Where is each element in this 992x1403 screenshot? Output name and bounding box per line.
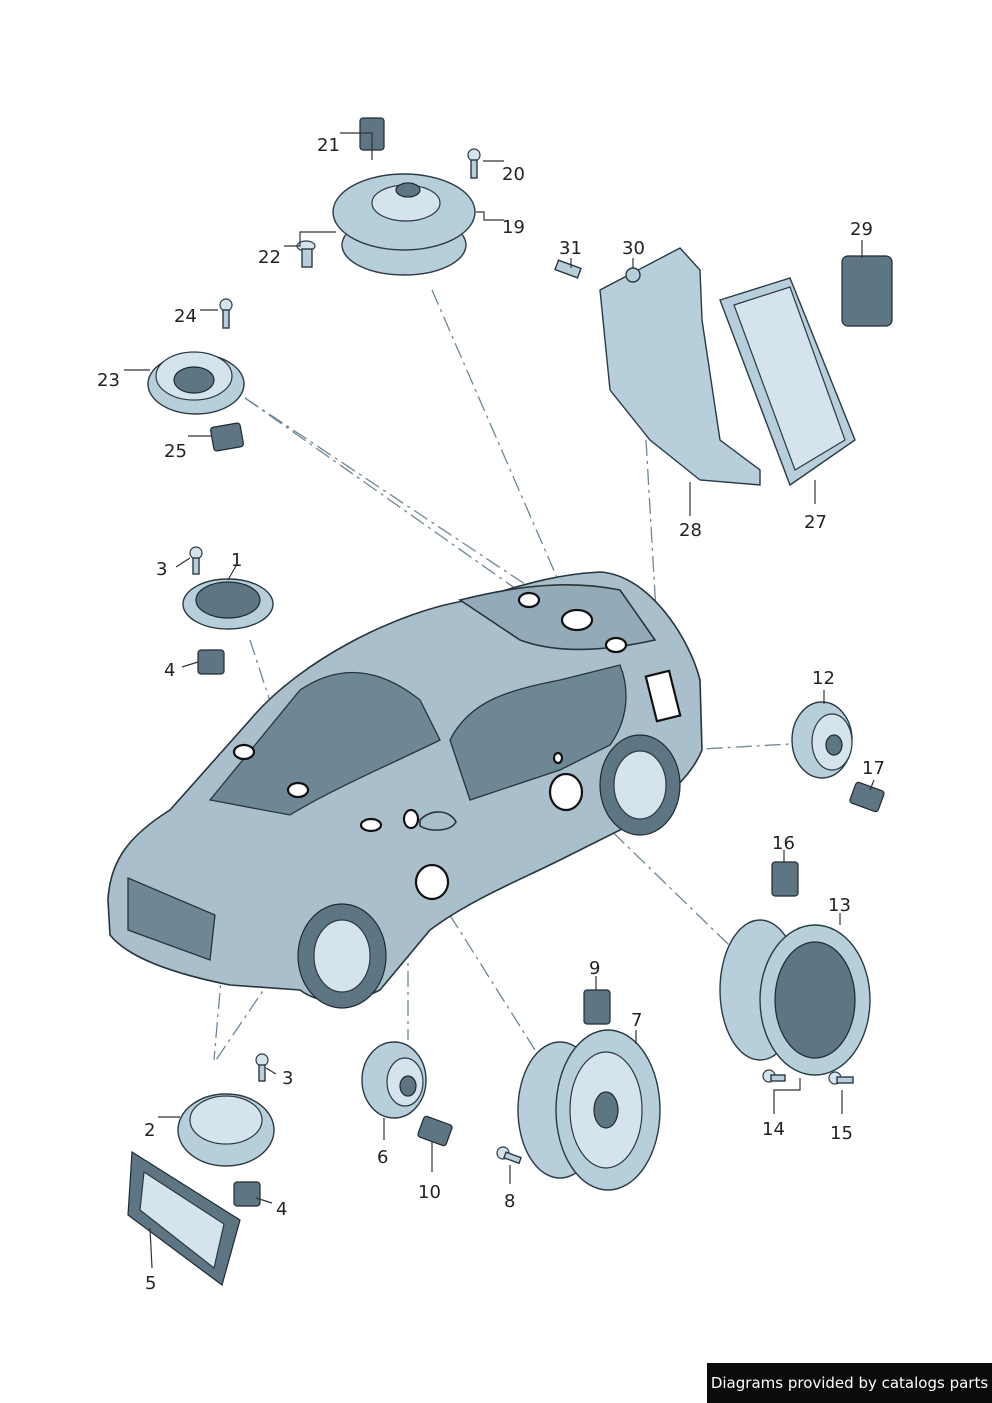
door-speaker-6 [361, 1041, 427, 1119]
rear-door-speaker-12 [791, 701, 853, 779]
screw-3-bottom [255, 1053, 269, 1082]
callout-20: 20 [502, 164, 525, 185]
callout-4-top: 4 [164, 660, 175, 681]
callout-9: 9 [589, 958, 600, 979]
callout-31: 31 [559, 238, 582, 259]
callout-13: 13 [828, 895, 851, 916]
callout-24: 24 [174, 306, 197, 327]
callout-29: 29 [850, 219, 873, 240]
connector-17 [849, 781, 885, 813]
connector-9 [583, 989, 611, 1025]
screw-20 [467, 148, 481, 179]
bracket-28 [599, 247, 761, 486]
connector-25 [210, 422, 244, 452]
callout-15: 15 [830, 1123, 853, 1144]
callout-8: 8 [504, 1191, 515, 1212]
screw-8 [496, 1146, 522, 1165]
car-body [107, 571, 703, 1009]
callout-3-top: 3 [156, 559, 167, 580]
callout-5: 5 [145, 1273, 156, 1294]
callout-19: 19 [502, 217, 525, 238]
callout-1: 1 [231, 550, 242, 571]
callout-labels: 1 2 3 3 4 4 5 6 7 8 9 10 12 13 14 15 16 … [97, 135, 885, 1294]
credit-footer: Diagrams provided by catalogs parts [707, 1363, 992, 1403]
callout-3-bottom: 3 [282, 1068, 293, 1089]
callout-25: 25 [164, 441, 187, 462]
speaker-position-rings [232, 591, 682, 901]
rear-speaker-23 [147, 351, 245, 415]
screw-3-top [189, 546, 203, 575]
callout-16: 16 [772, 833, 795, 854]
callout-21: 21 [317, 135, 340, 156]
tweeter-1 [182, 578, 274, 630]
screw-24 [219, 298, 233, 329]
callout-23: 23 [97, 370, 120, 391]
tweeter-2 [177, 1093, 275, 1167]
callout-27: 27 [804, 512, 827, 533]
amplifier-27 [719, 277, 856, 487]
callout-7: 7 [631, 1010, 642, 1031]
connector-16 [771, 861, 799, 897]
callout-2: 2 [144, 1120, 155, 1141]
door-woofer-7 [517, 1029, 661, 1191]
screw-31 [554, 259, 582, 279]
callout-12: 12 [812, 668, 835, 689]
callout-28: 28 [679, 520, 702, 541]
rear-woofer-13 [719, 919, 871, 1076]
nut-30 [625, 267, 641, 283]
trim-frame-5 [127, 1150, 241, 1287]
rear-shelf-subwoofer [332, 173, 476, 276]
callout-4-bottom: 4 [276, 1199, 287, 1220]
callout-6: 6 [377, 1147, 388, 1168]
callout-14: 14 [762, 1119, 785, 1140]
callout-22: 22 [258, 247, 281, 268]
callout-17: 17 [862, 758, 885, 779]
callout-30: 30 [622, 238, 645, 259]
connector-29 [841, 255, 893, 327]
leader-lines [124, 132, 875, 1269]
callout-10: 10 [418, 1182, 441, 1203]
screw-15 [828, 1071, 854, 1085]
connector-4-bottom [233, 1181, 261, 1207]
connector-10 [417, 1115, 453, 1147]
screw-14 [762, 1069, 786, 1083]
connector-4-top [197, 649, 225, 675]
